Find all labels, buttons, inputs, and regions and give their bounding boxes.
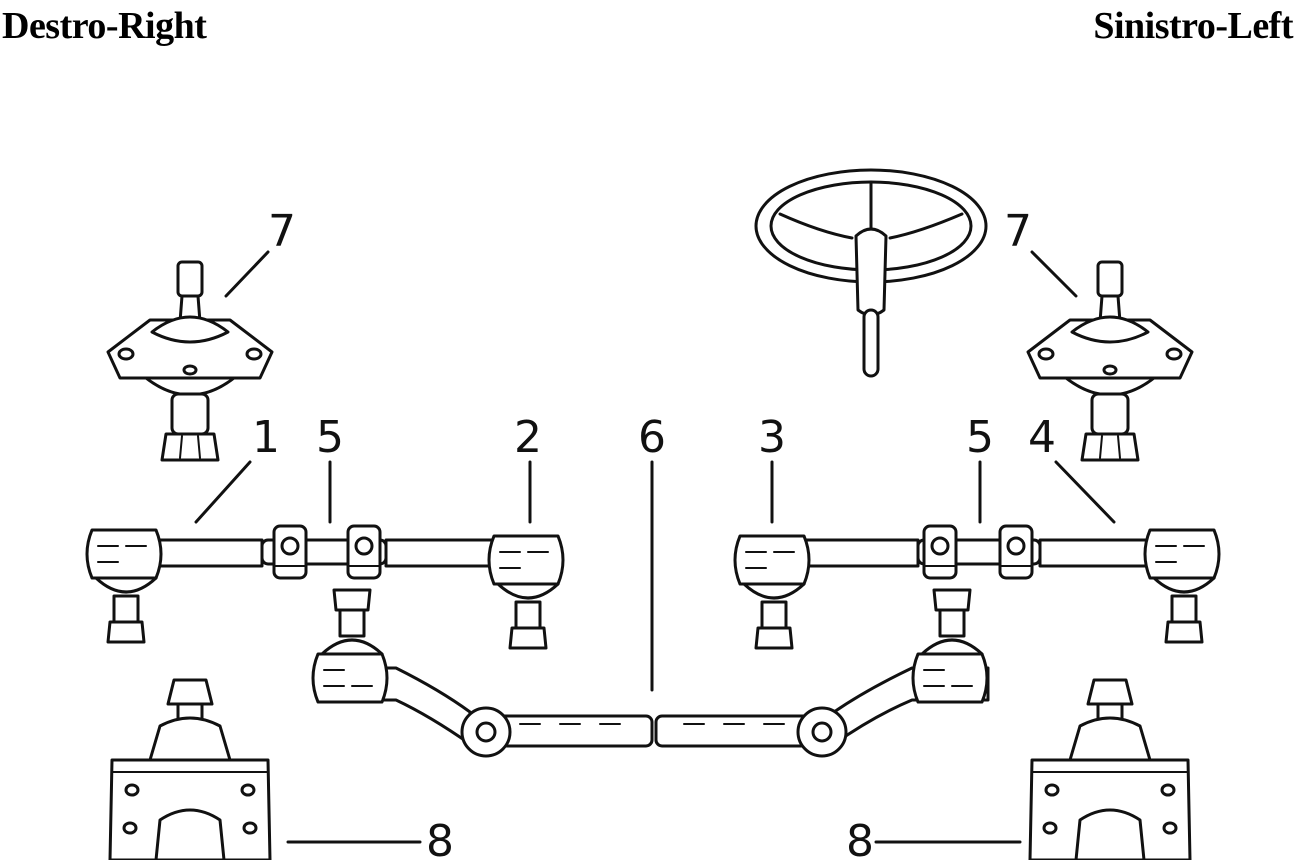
- steering-wheel: [754, 168, 988, 378]
- title-destro-right: Destro-Right: [2, 5, 207, 47]
- leader-lines: [194, 250, 1116, 844]
- callout-5-left: 5: [966, 412, 994, 463]
- callout-8-right: 8: [426, 816, 454, 860]
- callout-7-right: 7: [268, 206, 296, 257]
- upper-ball-joint-right: [106, 260, 274, 462]
- callout-5-right: 5: [316, 412, 344, 463]
- callout-4: 4: [1028, 412, 1056, 463]
- callout-6: 6: [638, 412, 666, 463]
- callout-8-left: 8: [846, 816, 874, 860]
- callout-1: 1: [252, 412, 280, 463]
- callout-3: 3: [758, 412, 786, 463]
- lower-ball-joint-right: [108, 678, 272, 860]
- tie-rod-assembly-right: [85, 524, 565, 650]
- center-drag-link: [311, 588, 990, 758]
- lower-ball-joint-left: [1028, 678, 1192, 860]
- callout-2: 2: [514, 412, 542, 463]
- callout-7-left: 7: [1004, 206, 1032, 257]
- title-sinistro-left: Sinistro-Left: [1093, 5, 1293, 47]
- tie-rod-assembly-left: [733, 524, 1221, 650]
